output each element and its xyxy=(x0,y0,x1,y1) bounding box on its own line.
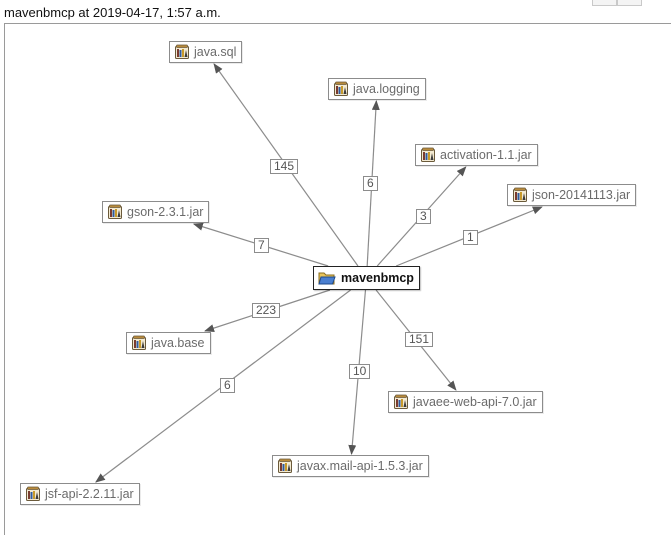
dependency-node-jsf-api[interactable]: jsf-api-2.2.11.jar xyxy=(20,483,140,505)
dependency-node-javax-mail[interactable]: javax.mail-api-1.5.3.jar xyxy=(272,455,429,477)
edge-count-jsf-api: 6 xyxy=(220,378,235,393)
dependency-node-java-logging[interactable]: java.logging xyxy=(328,78,426,100)
window-title: mavenbmcp at 2019-04-17, 1:57 a.m. xyxy=(4,5,221,20)
dependency-node-label: javaee-web-api-7.0.jar xyxy=(413,395,537,409)
dependency-node-java-sql[interactable]: java.sql xyxy=(169,41,243,63)
dependency-node-label: java.logging xyxy=(353,82,420,96)
jar-icon xyxy=(175,44,189,59)
jar-icon xyxy=(394,394,408,409)
project-node-label: mavenbmcp xyxy=(341,271,414,285)
jar-icon xyxy=(278,458,292,473)
edge-count-java-logging: 6 xyxy=(363,176,378,191)
jar-icon xyxy=(132,335,146,350)
folder-open-icon xyxy=(318,272,336,285)
window-controls xyxy=(592,0,644,6)
dependency-node-label: jsf-api-2.2.11.jar xyxy=(45,487,134,501)
jar-icon xyxy=(421,147,435,162)
dependency-node-javaee[interactable]: javaee-web-api-7.0.jar xyxy=(388,391,543,413)
jar-icon xyxy=(26,486,40,501)
dependency-node-label: gson-2.3.1.jar xyxy=(127,205,204,219)
dependency-node-label: javax.mail-api-1.5.3.jar xyxy=(297,459,423,473)
edge-count-json: 1 xyxy=(463,230,478,245)
edge-count-javax-mail: 10 xyxy=(349,364,371,379)
dependency-node-json[interactable]: json-20141113.jar xyxy=(507,184,637,206)
dependency-node-label: activation-1.1.jar xyxy=(440,148,532,162)
window-control-left[interactable] xyxy=(592,0,617,6)
jar-icon xyxy=(334,81,348,96)
dependency-node-label: java.base xyxy=(151,336,205,350)
edge-count-java-sql: 145 xyxy=(270,159,299,174)
dependency-node-activation[interactable]: activation-1.1.jar xyxy=(415,144,538,166)
dependency-node-label: java.sql xyxy=(194,45,237,59)
jar-icon xyxy=(513,187,527,202)
dependency-node-label: json-20141113.jar xyxy=(532,188,631,202)
dependency-node-gson[interactable]: gson-2.3.1.jar xyxy=(102,201,210,223)
window-control-right[interactable] xyxy=(617,0,642,6)
edge-count-gson: 7 xyxy=(254,238,269,253)
edge-count-activation: 3 xyxy=(416,209,431,224)
edge-count-javaee: 151 xyxy=(405,332,434,347)
edge-count-java-base: 223 xyxy=(252,303,281,318)
dependency-node-java-base[interactable]: java.base xyxy=(126,332,211,354)
jar-icon xyxy=(108,204,122,219)
project-node-mavenbmcp[interactable]: mavenbmcp xyxy=(313,266,420,290)
window-title-bar: mavenbmcp at 2019-04-17, 1:57 a.m. xyxy=(0,0,671,22)
